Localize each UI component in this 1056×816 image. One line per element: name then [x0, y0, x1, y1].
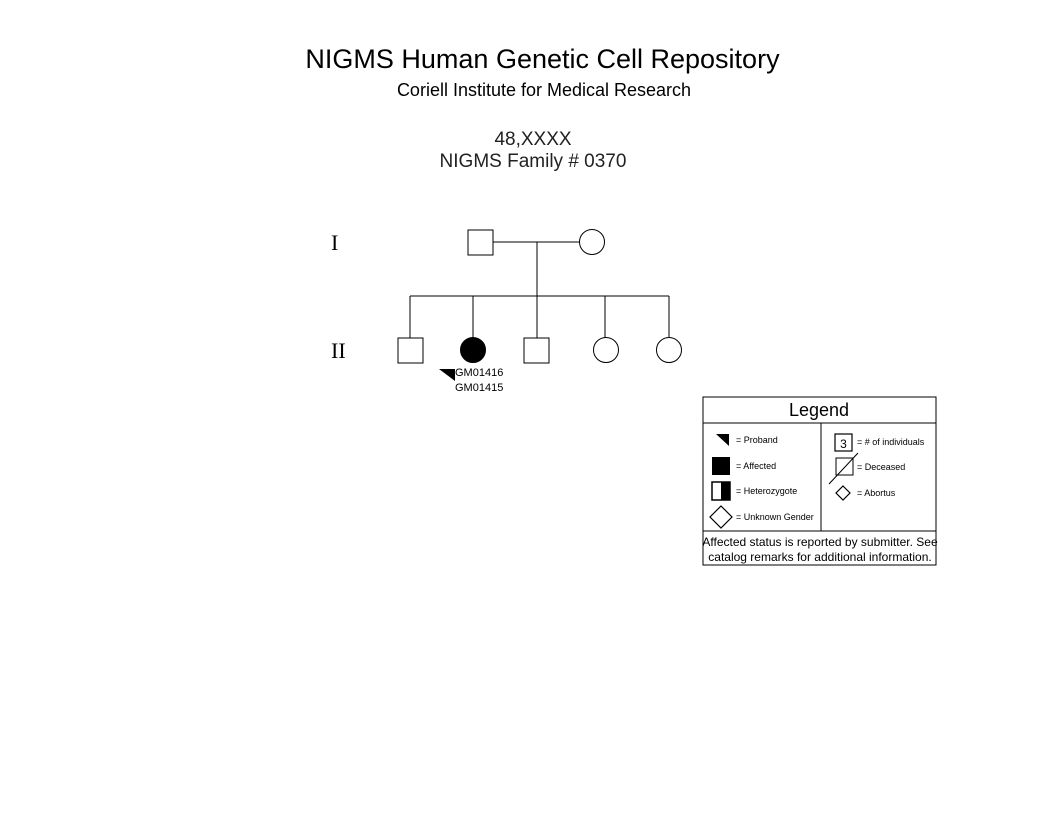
legend-note-line-1: Affected status is reported by submitter… [702, 535, 938, 549]
legend-count-label: = # of individuals [857, 437, 925, 447]
legend-deceased-icon [828, 452, 859, 485]
legend-note-line-2: catalog remarks for additional informati… [708, 550, 931, 564]
page-subtitle: Coriell Institute for Medical Research [396, 80, 692, 100]
gen2-daughter-2-circle [656, 337, 682, 363]
page-title: NIGMS Human Genetic Cell Repository [305, 44, 780, 74]
legend-title: Legend [789, 400, 849, 420]
gen2-daughter-1-circle [593, 337, 619, 363]
karyotype-label: 48,XXXX [494, 129, 572, 150]
legend-proband-label: = Proband [736, 435, 778, 445]
generation-label-2: II [331, 338, 346, 363]
legend-abortus-icon [835, 485, 851, 501]
gen2-son-1-square [397, 337, 424, 364]
gen1-mother-circle [579, 229, 605, 255]
legend-count-value: 3 [840, 437, 847, 451]
legend-heterozygote-icon [711, 481, 731, 501]
legend-abortus-label: = Abortus [857, 488, 896, 498]
legend-count-box [834, 433, 853, 452]
sample-id-2: GM01415 [455, 382, 503, 394]
gen2-son-2-square [523, 337, 550, 364]
gen2-proband-affected-female [460, 337, 486, 363]
sample-id-1: GM01416 [455, 367, 503, 379]
legend-unknown-gender-label: = Unknown Gender [736, 512, 814, 522]
legend-affected-label: = Affected [736, 461, 776, 471]
legend-box [702, 396, 937, 566]
legend-affected-icon [712, 457, 730, 475]
generation-label-1: I [331, 230, 338, 255]
legend-proband-icon [716, 434, 729, 446]
legend-deceased-label: = Deceased [857, 462, 905, 472]
family-number: NIGMS Family # 0370 [439, 151, 627, 172]
legend-unknown-gender-icon [709, 505, 733, 529]
proband-arrow-icon [439, 369, 455, 381]
legend-heterozygote-label: = Heterozygote [736, 486, 797, 496]
gen1-father-square [467, 229, 494, 256]
